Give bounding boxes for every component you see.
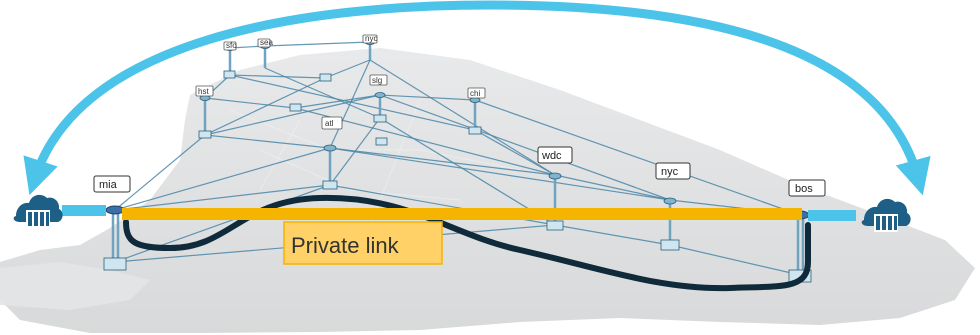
city-label-chi: chi	[467, 87, 486, 99]
left-access-link	[62, 205, 106, 216]
router-icon	[223, 70, 388, 146]
city-label-bos: bos	[788, 179, 826, 197]
city-label-sea: sea	[257, 38, 273, 48]
cloud-to-cloud-arc	[23, 0, 931, 196]
router-icon	[373, 92, 387, 123]
cloud-datacenter-icon	[13, 194, 63, 228]
router-icon	[322, 144, 338, 190]
svg-text:nyc: nyc	[365, 34, 377, 43]
svg-text:nyc: nyc	[661, 166, 679, 178]
svg-text:wdc: wdc	[541, 150, 562, 162]
right-access-link	[808, 210, 856, 221]
router-icon	[198, 95, 212, 139]
svg-text:sfo: sfo	[226, 41, 237, 50]
private-link-text: Private link	[291, 233, 400, 258]
svg-text:hst: hst	[198, 87, 209, 96]
svg-text:slg: slg	[372, 76, 382, 85]
city-label-hst: hst	[195, 85, 214, 97]
city-label-sfo: sfo	[223, 41, 237, 51]
city-label-nyc: nyc	[655, 162, 691, 180]
city-label-slg: slg	[369, 74, 388, 86]
svg-text:bos: bos	[795, 183, 813, 195]
cloud-datacenter-icon	[861, 198, 911, 232]
city-label-nyc-distant: nyc	[362, 34, 377, 44]
svg-text:atl: atl	[325, 119, 334, 128]
svg-text:sea: sea	[260, 38, 273, 47]
city-label-mia: mia	[93, 175, 131, 193]
router-icon	[468, 97, 482, 135]
router-icon	[103, 205, 127, 271]
svg-text:mia: mia	[99, 179, 118, 191]
city-label-wdc: wdc	[537, 146, 573, 164]
us-map-background	[0, 48, 975, 333]
physical-cable	[123, 194, 811, 292]
private-link-bar	[122, 208, 802, 220]
private-link-label: Private link	[283, 221, 443, 265]
city-label-atl: atl	[321, 116, 343, 130]
svg-text:chi: chi	[470, 89, 480, 98]
